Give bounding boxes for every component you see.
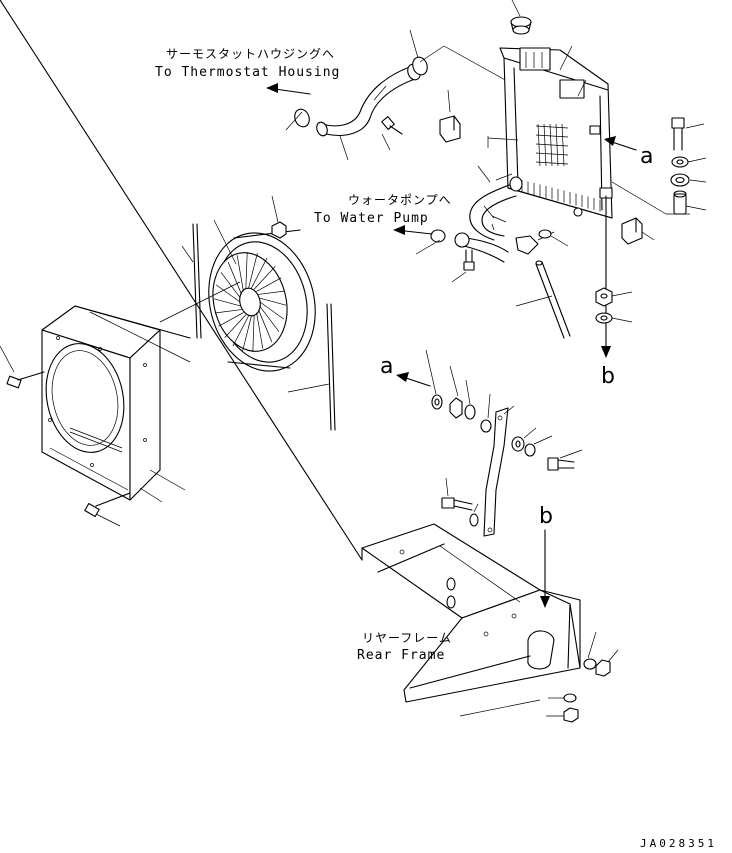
leader-line	[483, 205, 495, 219]
stay-rubber	[464, 379, 476, 420]
radiator-rubber-mount	[670, 173, 707, 187]
waterpump-label-en: To Water Pump	[314, 211, 429, 226]
frame-nut-right	[595, 649, 619, 677]
leader-line	[381, 133, 391, 151]
leader-line	[495, 173, 513, 181]
stay-washer	[425, 349, 443, 410]
thermostat-label-en: To Thermostat Housing	[155, 65, 341, 80]
leader-line	[139, 487, 163, 503]
shroud-bolt-upper	[0, 345, 45, 389]
leader-line	[373, 85, 387, 101]
radiator-arrow-a	[604, 136, 637, 151]
thermostat-arrow-head	[266, 83, 278, 93]
radiator-bottom-washer	[595, 312, 633, 324]
hose-bolt	[463, 249, 475, 271]
rubber-pad-right	[621, 217, 655, 245]
stay-bolt	[547, 449, 583, 471]
leader-line	[487, 137, 519, 141]
drain-pipe	[515, 260, 571, 339]
radiator	[499, 47, 613, 219]
thermostat-label-jp: サーモスタットハウジングへ	[166, 47, 336, 61]
cooling-fan	[208, 229, 316, 372]
leader-line	[451, 271, 467, 283]
radiator-stay	[483, 405, 515, 537]
leader-line	[159, 281, 241, 323]
radiator-washer	[671, 156, 707, 168]
lower-hose-clamp	[430, 176, 523, 248]
leader-line	[419, 45, 445, 63]
frame-arrow-b	[540, 529, 550, 608]
stay-collar	[480, 393, 492, 433]
hose-clamp	[294, 56, 428, 128]
waterpump-label-jp: ウォータポンプへ	[348, 193, 452, 207]
reference-mark-b-frame: b	[539, 504, 553, 529]
leader-line	[285, 111, 303, 131]
rearframe-label-jp: リヤーフレーム	[362, 631, 452, 645]
frame-bottom-washer	[548, 693, 577, 703]
leader-line	[577, 79, 587, 97]
frame-bottom-nut	[546, 707, 579, 723]
rear-frame	[0, 0, 581, 717]
leader-line	[415, 239, 441, 255]
rubber-pad-left	[439, 89, 461, 143]
stay-arrow-a	[396, 372, 431, 387]
waterpump-arrow-head	[393, 225, 405, 235]
o-ring	[538, 229, 569, 247]
reference-mark-a-stay: a	[380, 354, 394, 379]
leader-line	[213, 219, 237, 265]
radiator-bottom-nut	[595, 287, 633, 307]
stay-spring-washer	[524, 435, 553, 457]
stay-washer-right	[511, 427, 537, 452]
fan-shroud	[41, 305, 191, 501]
leader-line	[491, 223, 495, 231]
radiator-collar	[673, 190, 707, 215]
spacer-strip-right	[287, 303, 336, 431]
leader-line	[477, 165, 491, 183]
radiator-cap	[510, 0, 532, 35]
reference-mark-b: b	[601, 364, 615, 389]
rearframe-label-en: Rear Frame	[357, 648, 446, 663]
frame-washer-right	[583, 631, 597, 670]
leader-line	[559, 45, 573, 71]
leader-line	[611, 181, 667, 215]
leader-line	[89, 311, 191, 363]
drawing-code: JA028351	[640, 837, 717, 850]
frame-bolt	[441, 477, 473, 511]
leader-line	[339, 135, 349, 161]
fan-nut	[271, 195, 287, 239]
radiator-mount-bolt	[671, 117, 705, 151]
frame-washer	[469, 503, 479, 527]
hose-bracket-bolt	[381, 116, 403, 135]
lower-radiator-hose	[463, 183, 517, 263]
leader-line	[409, 29, 419, 59]
radiator-arrow-b	[601, 195, 611, 358]
spacer-strip-left	[181, 223, 202, 339]
leader-line	[149, 469, 186, 491]
stay-nut	[449, 365, 463, 419]
leader-line	[491, 215, 507, 223]
reference-mark-a: a	[640, 144, 654, 169]
shroud-bolt-lower	[84, 492, 131, 527]
